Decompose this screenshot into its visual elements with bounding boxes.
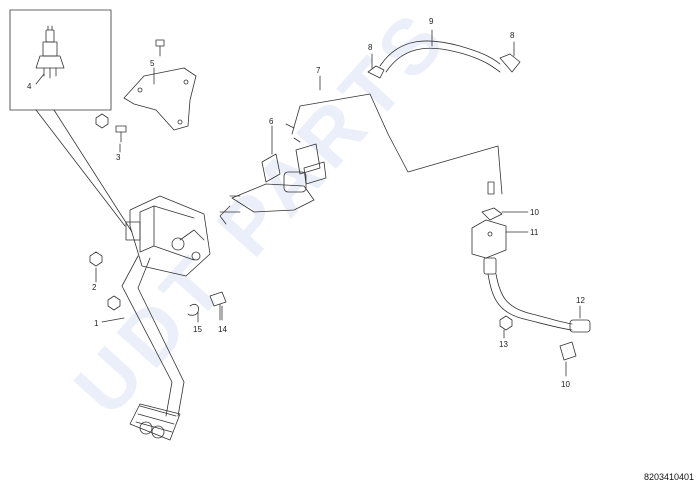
leader-1 [101,317,125,323]
hydraulic-pipe-7 [291,93,503,195]
callout-15: 15 [193,325,202,334]
leader-4 [35,73,45,85]
callout-13: 13 [499,340,508,349]
clip-10-lower [559,341,577,361]
callout-4: 4 [27,82,32,91]
nut-2 [89,251,103,267]
callout-7: 7 [316,66,321,75]
clip-8-left [367,65,385,79]
callout-9: 9 [429,17,434,26]
hose-9 [379,40,501,73]
callout-3: 3 [116,153,121,162]
inset-connector [35,109,133,233]
pin-14 [209,291,227,321]
watermark: UDT PARTS [57,0,465,431]
inset-frame [9,9,112,111]
bracket-11 [471,219,507,259]
callout-14: 14 [218,325,227,334]
callout-10b: 10 [561,380,570,389]
clip-8-right [499,53,521,73]
callout-5: 5 [150,59,155,68]
brake-switch [35,25,65,79]
pipe-fitting-upper [285,123,301,143]
bolt-top [155,39,165,57]
clutch-pedal [121,255,185,441]
bracket-5 [123,67,197,131]
bolt-13 [499,315,513,331]
callout-8a: 8 [368,43,373,52]
callout-1: 1 [94,319,99,328]
bolt-3 [115,125,127,143]
pedal-box [125,195,211,277]
hose-12 [483,257,591,333]
nut-left [95,113,109,129]
diagram-code: 8203410401 [643,472,694,482]
pipe-end-fitting [487,181,495,195]
callout-10a: 10 [530,208,539,217]
callout-12: 12 [576,296,585,305]
clip-10-upper [481,207,503,221]
callout-11: 11 [530,228,539,237]
callout-8b: 8 [510,31,515,40]
master-cylinder [219,143,327,225]
nut-pedal [107,295,121,311]
callout-6: 6 [269,117,274,126]
callout-2: 2 [92,283,97,292]
